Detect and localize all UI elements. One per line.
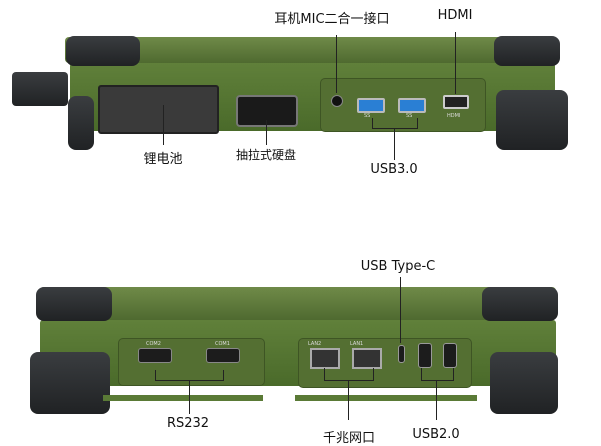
bumper <box>482 287 558 321</box>
hdmi-marking: HDMI <box>447 113 461 119</box>
typec-label: USB Type-C <box>360 259 436 274</box>
battery-cover <box>98 85 219 134</box>
lan1-port <box>352 348 382 369</box>
leader-line <box>163 105 164 145</box>
hdmi-port <box>443 95 469 109</box>
lan-label: 千兆网口 <box>322 431 376 446</box>
bumper <box>66 36 140 66</box>
mic-label: 耳机MIC二合一接口 <box>274 12 390 27</box>
bracket <box>372 118 418 129</box>
hdd-label: 抽拉式硬盘 <box>235 148 297 162</box>
leader-line <box>189 380 190 414</box>
rs232-label: RS232 <box>166 416 210 431</box>
usb3-marking: SS <box>406 113 413 119</box>
leader-line <box>348 380 349 420</box>
bracket <box>421 368 454 381</box>
top-laptop-view: SS SS HDMI 耳机MIC二合一接口 HDMI 锂电池 抽拉式硬盘 USB… <box>0 0 601 200</box>
lan2-marking: LAN2 <box>308 341 322 347</box>
usb2-port <box>443 343 457 368</box>
leader-line <box>336 35 337 93</box>
usb3-port <box>357 98 385 113</box>
bumper <box>496 90 568 150</box>
leader-line <box>400 277 401 343</box>
lid <box>65 37 555 63</box>
cover-flap <box>103 395 263 401</box>
bumper <box>494 36 560 66</box>
bracket <box>324 368 374 381</box>
usb2-port <box>418 343 432 368</box>
bumper <box>30 352 110 414</box>
leader-line <box>455 32 456 94</box>
bumper <box>68 96 94 150</box>
leader-line <box>394 128 395 160</box>
leader-line <box>266 120 267 145</box>
cover-flap <box>295 395 477 401</box>
audio-jack <box>331 95 343 107</box>
latch <box>12 72 68 106</box>
com1-marking: COM1 <box>215 341 230 347</box>
com2-marking: COM2 <box>146 341 161 347</box>
com1-port <box>206 348 240 363</box>
lid <box>40 287 556 320</box>
lan2-port <box>310 348 340 369</box>
hdmi-label: HDMI <box>437 8 473 23</box>
hdd-slot <box>236 95 298 127</box>
lan1-marking: LAN1 <box>350 341 364 347</box>
usb3-port <box>398 98 426 113</box>
usb3-label: USB3.0 <box>370 162 418 177</box>
bumper <box>36 287 112 321</box>
usb2-label: USB2.0 <box>412 427 460 442</box>
usb3-marking: SS <box>364 113 371 119</box>
bumper <box>490 352 558 414</box>
battery-label: 锂电池 <box>143 152 183 167</box>
usb-type-c-port <box>398 345 405 363</box>
com2-port <box>138 348 172 363</box>
leader-line <box>436 380 437 420</box>
